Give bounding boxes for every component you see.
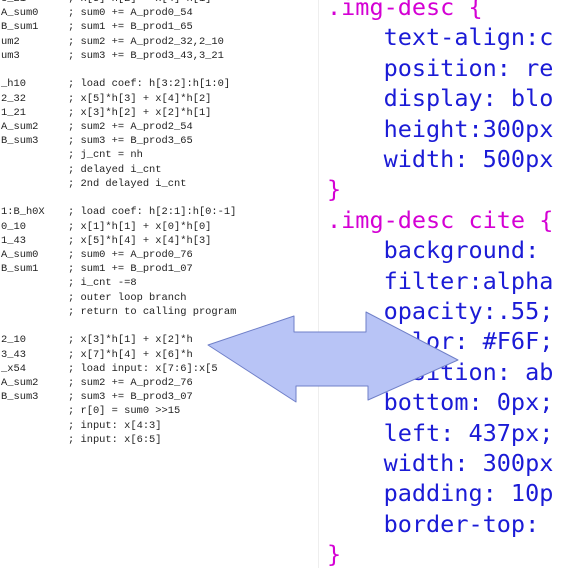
assembly-operand: B_sum3 [1, 391, 39, 404]
assembly-operand: B_sum3 [1, 135, 39, 148]
css-property-line: height:300px [327, 114, 554, 143]
css-property-line: padding: 10p [327, 479, 554, 508]
css-property-line: text-align:c [327, 23, 554, 52]
css-property-line: border-top: [327, 509, 554, 538]
assembly-comment: ; i_cnt -=8 [68, 277, 137, 290]
assembly-comment: ; sum1 += B_prod1_65 [68, 21, 193, 34]
assembly-comment: ; sum3 += B_prod3_65 [68, 135, 193, 148]
assembly-operand: A_sum2 [1, 376, 39, 389]
assembly-operand: A_sum0 [1, 248, 39, 261]
assembly-comment: ; input: x[6:5] [68, 433, 162, 446]
assembly-comment: ; sum3 += B_prod3_07 [68, 391, 193, 404]
css-property-line: position: re [327, 53, 554, 82]
assembly-operand: B_sum1 [1, 263, 39, 276]
assembly-comment: ; sum2 += A_prod2_32,2_10 [68, 35, 224, 48]
css-property-line: opacity:.55; [327, 297, 554, 325]
css-code-listing: .img-desc { text-align:c position: re di… [319, 0, 568, 568]
assembly-comment: ; sum1 += B_prod1_07 [68, 263, 193, 276]
css-property-line: bottom: 0px; [327, 388, 554, 417]
assembly-code-listing: 3_21 ; x[5]*h[2] + x[4]*h[1] A_sum0 ; sum0 … [1, 0, 237, 446]
assembly-operand: 3_43 [1, 348, 26, 361]
assembly-comment: ; load coef: h[2:1]:h[0:-1] [68, 206, 237, 219]
css-property-line: filter:alpha [327, 266, 554, 295]
css-selector-line: .img-desc { [327, 0, 483, 21]
assembly-comment: ; sum3 += B_prod3_43,3_21 [68, 49, 224, 62]
assembly-operand: 1_21 [1, 106, 26, 119]
assembly-comment: ; delayed i_cnt [68, 163, 162, 176]
assembly-comment: ; x[7]*h[4] + x[6]*h [68, 348, 193, 361]
assembly-comment: ; input: x[4:3] [68, 419, 162, 432]
css-selector-line: .img-desc cite { [327, 205, 554, 234]
assembly-comment: ; load coef: h[3:2]:h[1:0] [68, 78, 231, 91]
assembly-comment: ; x[1]*h[1] + x[0]*h[0] [68, 220, 212, 233]
assembly-operand: A_sum0 [1, 7, 39, 20]
assembly-comment: ; x[3]*h[2] + x[2]*h[1] [68, 106, 212, 119]
assembly-comment: ; x[5]*h[2] + x[4]*h[1] [68, 0, 211, 6]
assembly-operand: 0_10 [1, 220, 26, 233]
css-property-line: width: 500px [327, 145, 554, 173]
assembly-comment: ; x[3]*h[1] + x[2]*h [68, 334, 193, 347]
assembly-comment: ; j_cnt = nh [68, 149, 143, 162]
assembly-comment: ; load input: x[7:6]:x[5 [68, 362, 218, 375]
assembly-operand: 1:B_h0X [1, 206, 45, 219]
assembly-operand: um2 [1, 35, 20, 48]
css-selector-line: } [327, 540, 342, 568]
assembly-comment: ; x[5]*h[3] + x[4]*h[2] [68, 92, 212, 105]
assembly-operand: _h10 [1, 78, 26, 91]
assembly-comment: ; sum0 += A_prod0_54 [68, 7, 193, 20]
css-property-line: background: [327, 236, 554, 265]
assembly-comment: ; sum0 += A_prod0_76 [68, 248, 193, 261]
assembly-operand: A_sum2 [1, 120, 39, 133]
css-property-line: position: ab [327, 357, 554, 386]
assembly-operand: 1_43 [1, 234, 26, 247]
assembly-comment: ; sum2 += A_prod2_76 [68, 376, 193, 389]
assembly-operand: 3_21 [1, 0, 26, 6]
assembly-operand: B_sum1 [1, 21, 39, 34]
assembly-operand: 2_10 [1, 334, 26, 347]
assembly-comment: ; 2nd delayed i_cnt [68, 177, 187, 190]
assembly-operand: _x54 [1, 362, 26, 375]
css-property-line: color: #F6F; [327, 327, 554, 356]
assembly-comment: ; r[0] = sum0 >>15 [68, 405, 181, 418]
assembly-comment: ; x[5]*h[4] + x[4]*h[3] [68, 234, 212, 247]
assembly-comment: ; sum2 += A_prod2_54 [68, 120, 193, 133]
css-property-line: display: blo [327, 84, 554, 113]
assembly-operand: 2_32 [1, 92, 26, 105]
css-property-line: width: 300px [327, 449, 554, 477]
css-property-line: left: 437px; [327, 418, 554, 447]
assembly-operand: um3 [1, 49, 20, 62]
assembly-comment: ; outer loop branch [68, 291, 187, 304]
assembly-comment: ; return to calling program [68, 305, 237, 318]
css-selector-line: } [327, 175, 342, 204]
divider [318, 0, 319, 568]
